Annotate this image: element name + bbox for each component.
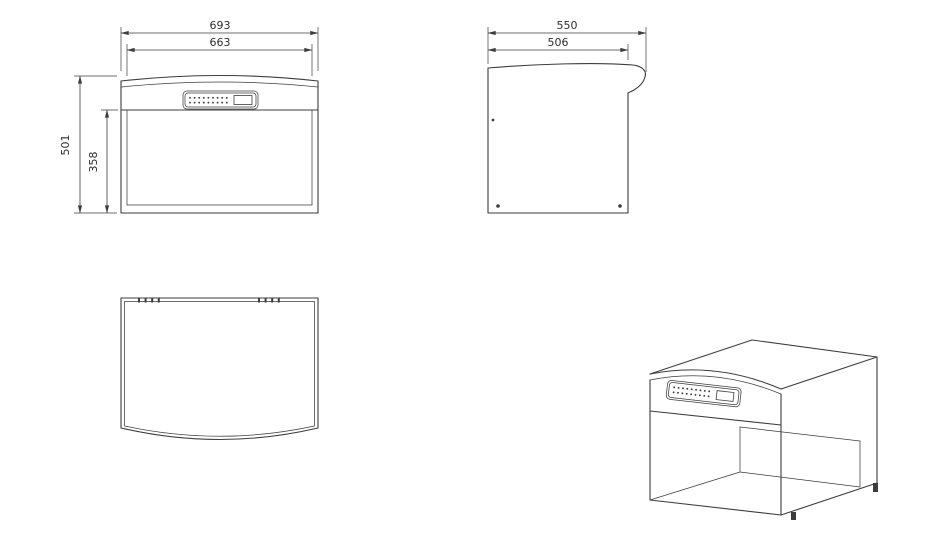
side-view: 550 506 <box>487 19 647 214</box>
side-hinge-dot <box>491 118 495 122</box>
iso-lid-front-edge <box>649 369 782 390</box>
iso-foot-back <box>873 483 878 492</box>
iso-foot-front <box>791 512 796 520</box>
dim-opening-height: 358 <box>87 109 118 214</box>
top-view <box>120 297 319 440</box>
dim-label-overall-depth: 550 <box>557 19 578 32</box>
dim-outer-width: 693 <box>120 19 319 71</box>
iso-panel-inner-outline <box>668 382 740 406</box>
front-lid-under-edge <box>120 81 319 88</box>
dim-label-body-depth: 506 <box>548 36 569 49</box>
dim-label-outer-width: 693 <box>210 19 231 32</box>
iso-floor-back-edge <box>739 471 861 488</box>
front-lid-top-edge <box>120 74 319 82</box>
dim-label-overall-height: 501 <box>59 135 72 156</box>
dim-inner-width: 663 <box>126 36 313 76</box>
dim-body-depth: 506 <box>487 36 629 60</box>
iso-backwall-top-edge <box>739 426 861 442</box>
dim-label-inner-width: 663 <box>210 36 231 49</box>
iso-lid-under-edge <box>649 375 782 395</box>
side-foot-back <box>618 204 622 208</box>
control-panel-outline <box>182 90 259 110</box>
control-panel-isometric <box>665 380 742 408</box>
top-outer-outline <box>120 297 319 440</box>
dim-label-opening-height: 358 <box>87 152 100 173</box>
dim-overall-depth: 550 <box>487 19 647 72</box>
iso-display-window <box>715 390 735 402</box>
iso-panel-outline <box>665 380 742 408</box>
control-panel-front <box>182 90 259 110</box>
iso-lid-left-edge <box>649 339 753 375</box>
iso-front-bottom-edge <box>649 499 782 516</box>
side-lid-profile <box>487 63 646 94</box>
iso-floor-left-edge <box>649 471 741 501</box>
iso-lid-right-edge <box>780 356 878 390</box>
front-view: 693 663 501 358 <box>59 19 319 214</box>
control-panel-inner-outline <box>184 92 257 108</box>
iso-band-bottom-edge <box>649 410 782 426</box>
isometric-view <box>649 339 878 520</box>
top-inner-outline <box>124 301 315 437</box>
side-foot-front <box>496 204 500 208</box>
iso-button-row-bottom <box>672 391 710 398</box>
display-window <box>233 95 253 105</box>
iso-lid-back-edge <box>751 339 878 358</box>
dim-overall-height: 501 <box>59 75 117 214</box>
iso-button-row-top <box>673 386 711 393</box>
iso-side-bottom-edge <box>780 482 878 516</box>
